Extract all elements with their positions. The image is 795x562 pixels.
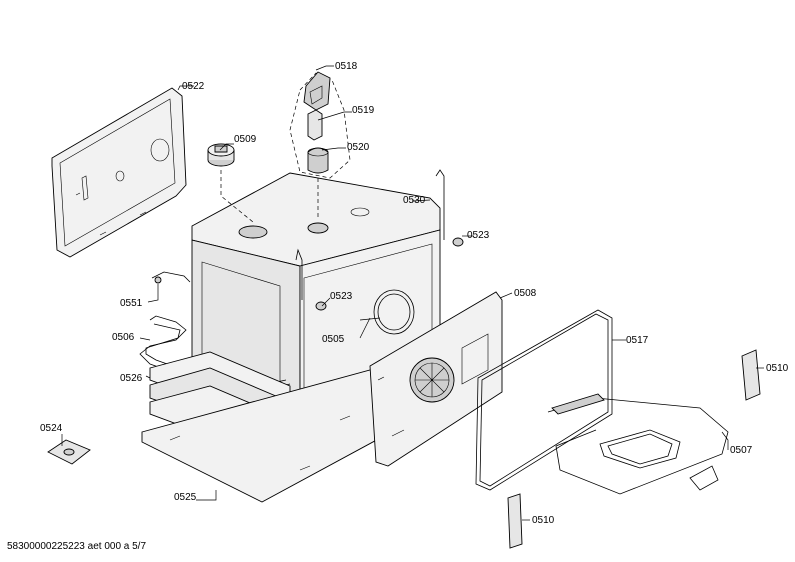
label-0520: 0520: [347, 142, 370, 153]
label-0510-b: 0510: [532, 515, 555, 526]
label-0523-a: 0523: [467, 230, 490, 241]
label-0523-b: 0523: [330, 291, 353, 302]
label-0522: 0522: [182, 81, 205, 92]
part-0517-gasket: [475, 309, 613, 491]
part-0508-fan-cover: [369, 291, 503, 467]
label-0510-a: 0510: [766, 363, 789, 374]
part-labels: 0522 0518 0519 0509 0520 0530 0523 0551 …: [40, 61, 789, 526]
part-0522-rear-panel: [51, 87, 187, 258]
label-0524: 0524: [40, 423, 63, 434]
label-0530: 0530: [403, 195, 426, 206]
part-0505-ring-heater: [359, 289, 415, 335]
leader-lines: [61, 65, 764, 521]
part-0524-spacer: [47, 439, 91, 465]
label-0525: 0525: [174, 492, 197, 503]
label-0517: 0517: [626, 335, 649, 346]
label-0526: 0526: [120, 373, 143, 384]
label-0505: 0505: [322, 334, 345, 345]
part-0509-fan-motor: [207, 143, 235, 167]
part-group-0518-0520: [289, 71, 351, 179]
part-0507-grill-heater: [547, 393, 729, 495]
label-0509: 0509: [234, 134, 257, 145]
label-0519: 0519: [352, 105, 375, 116]
document-code: 58300000225223 aet 000 a 5/7: [7, 541, 147, 552]
label-0518: 0518: [335, 61, 358, 72]
label-0551: 0551: [120, 298, 143, 309]
part-0510-hinges: [507, 349, 761, 549]
label-0508: 0508: [514, 288, 537, 299]
label-0507: 0507: [730, 445, 753, 456]
part-0551-lamp-holder: [151, 271, 191, 284]
part-0523-screws: [315, 237, 464, 311]
label-0506: 0506: [112, 332, 135, 343]
